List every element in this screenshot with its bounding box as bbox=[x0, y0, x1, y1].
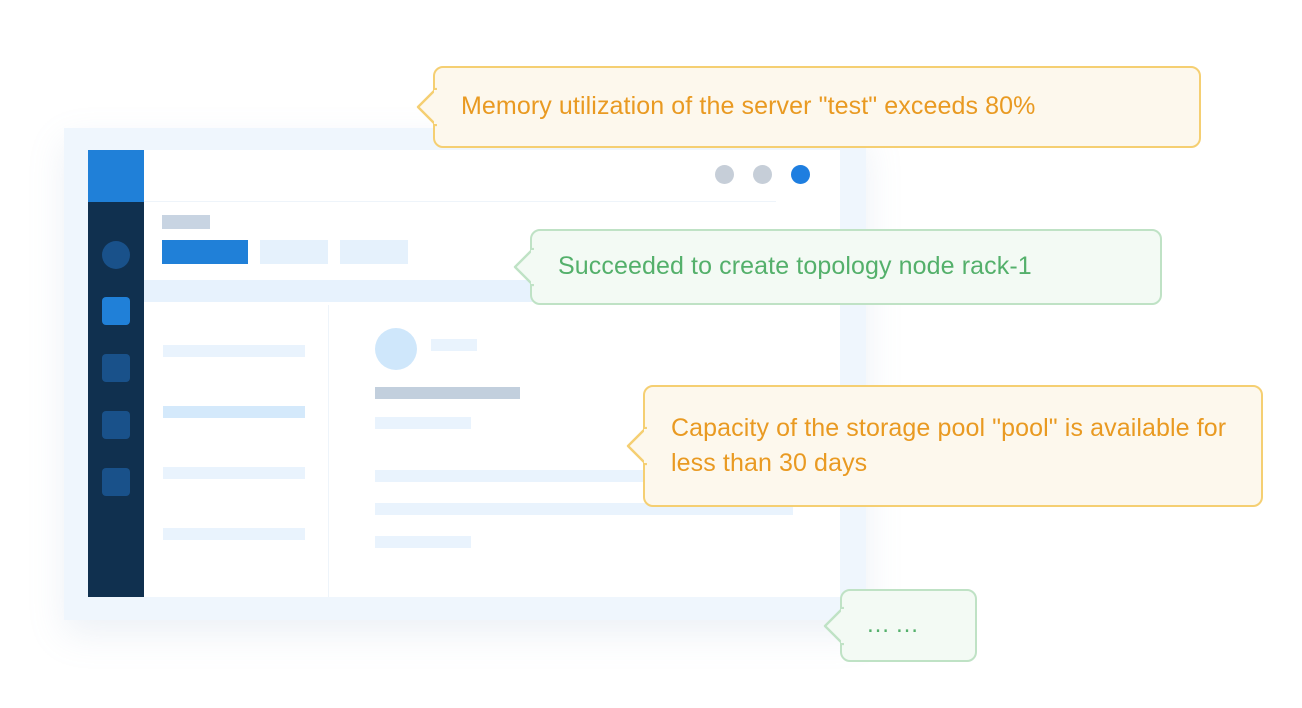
bubble-tail-icon bbox=[822, 606, 844, 646]
bubble-tail-icon bbox=[512, 247, 534, 287]
list-item bbox=[163, 406, 305, 418]
sidebar-nav bbox=[88, 202, 144, 597]
notification-text: Memory utilization of the server "test" … bbox=[461, 92, 1036, 121]
topbar-dot-3-icon[interactable] bbox=[791, 165, 810, 184]
detail-row bbox=[375, 536, 471, 548]
tab-secondary[interactable] bbox=[260, 240, 328, 264]
detail-heading-placeholder bbox=[375, 387, 520, 399]
page-title-placeholder bbox=[162, 215, 210, 229]
sidebar-icon-topology[interactable] bbox=[102, 354, 130, 382]
avatar bbox=[375, 328, 417, 370]
topbar-dot-1-icon[interactable] bbox=[715, 165, 734, 184]
notification-text: Capacity of the storage pool "pool" is a… bbox=[671, 413, 1227, 478]
bubble-tail-icon bbox=[415, 87, 437, 127]
detail-row bbox=[375, 470, 643, 482]
topbar-status-dots bbox=[715, 165, 815, 185]
list-item bbox=[163, 345, 305, 357]
sidebar-icon-avatar[interactable] bbox=[102, 241, 130, 269]
column-divider bbox=[328, 305, 329, 597]
notification-bubble-capacity-alert[interactable]: Capacity of the storage pool "pool" is a… bbox=[626, 385, 1263, 507]
topbar-dot-2-icon[interactable] bbox=[753, 165, 772, 184]
sidebar-icon-dashboard[interactable] bbox=[102, 297, 130, 325]
detail-subtext-placeholder bbox=[375, 417, 471, 429]
topbar-divider bbox=[144, 201, 776, 202]
notification-bubble-more[interactable]: …… bbox=[823, 589, 977, 662]
notification-text: …… bbox=[866, 611, 924, 639]
list-item bbox=[163, 467, 305, 479]
tab-primary[interactable] bbox=[162, 240, 248, 264]
notification-bubble-topology-success[interactable]: Succeeded to create topology node rack‑1 bbox=[513, 229, 1162, 305]
sidebar-icon-storage[interactable] bbox=[102, 411, 130, 439]
avatar-label-placeholder bbox=[431, 339, 477, 351]
notification-text: Succeeded to create topology node rack‑1 bbox=[558, 252, 1032, 281]
bubble-tail-icon bbox=[625, 426, 647, 466]
mock-window-body bbox=[88, 150, 840, 597]
sidebar-icon-settings[interactable] bbox=[102, 468, 130, 496]
tab-tertiary[interactable] bbox=[340, 240, 408, 264]
list-item bbox=[163, 528, 305, 540]
app-logo bbox=[88, 150, 144, 202]
notification-bubble-memory-alert[interactable]: Memory utilization of the server "test" … bbox=[416, 66, 1201, 148]
